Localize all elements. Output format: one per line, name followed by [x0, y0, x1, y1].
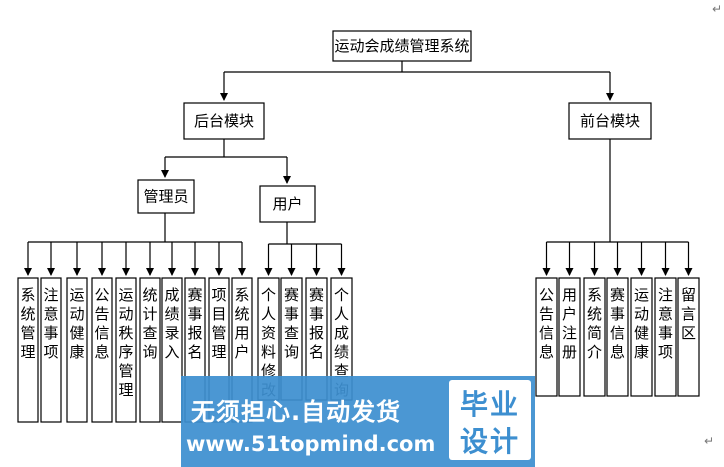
user-item-3-label: 赛事报名	[309, 286, 324, 361]
user-item-2-label: 赛事查询	[284, 286, 299, 361]
front-item-6-box	[654, 277, 677, 397]
front-item-1-box	[535, 277, 558, 397]
admin-node-box	[137, 179, 195, 214]
front-item-4-box	[606, 277, 629, 397]
front-item-1-label: 公告信息	[539, 286, 554, 361]
front-item-5-label: 运动健康	[634, 286, 649, 361]
front-item-3-box	[583, 277, 606, 397]
watermark-badge-bottom: 设计	[459, 425, 520, 458]
watermark-badge: 毕业 设计	[449, 380, 531, 460]
root-node-label: 运动会成绩管理系统	[334, 37, 469, 55]
root-node-box	[332, 30, 472, 62]
admin-item-2-box	[40, 277, 62, 423]
watermark-url: www.51topmind.com	[186, 432, 436, 456]
admin-item-6-box	[139, 277, 161, 423]
watermark-slogan: 无须担心.自动发货	[191, 398, 402, 426]
frontend-node-box	[568, 102, 652, 140]
backend-node-box	[183, 102, 265, 140]
admin-item-5-box	[115, 277, 137, 423]
paragraph-mark-bottom: ↵	[704, 434, 715, 448]
admin-item-5-label: 运动秩序管理	[118, 286, 133, 399]
front-item-7-label: 留言区	[681, 286, 696, 342]
admin-item-1-label: 系统管理	[20, 286, 35, 361]
front-item-7-box	[677, 277, 700, 397]
admin-item-10-label: 系统用户	[234, 286, 249, 361]
paragraph-mark-top: ↵	[712, 2, 723, 16]
admin-item-9-label: 项目管理	[211, 286, 226, 361]
front-item-2-box	[558, 277, 581, 397]
front-item-6-label: 注意事项	[658, 286, 673, 361]
front-item-4-label: 赛事信息	[610, 286, 625, 361]
admin-item-4-label: 公告信息	[94, 286, 109, 361]
front-item-5-box	[630, 277, 653, 397]
user-item-4-label: 个人成绩查询	[334, 286, 349, 399]
admin-item-7-box	[161, 277, 183, 423]
admin-node-label: 管理员	[143, 188, 188, 206]
admin-item-6-label: 统计查询	[142, 286, 157, 361]
admin-item-3-box	[66, 277, 88, 423]
admin-item-1-box	[17, 277, 39, 423]
admin-item-3-label: 运动健康	[69, 286, 84, 361]
frontend-node-label: 前台模块	[580, 112, 640, 130]
admin-item-7-label: 成绩录入	[164, 286, 179, 361]
admin-item-4-box	[91, 277, 113, 423]
front-item-2-label: 用户注册	[562, 286, 577, 361]
front-item-3-label: 系统简介	[587, 286, 602, 361]
admin-item-8-label: 赛事报名	[187, 286, 202, 361]
admin-item-2-label: 注意事项	[43, 286, 58, 361]
backend-node-label: 后台模块	[194, 112, 254, 130]
user-node-label: 用户	[272, 195, 302, 213]
watermark-badge-top: 毕业	[459, 388, 520, 421]
user-node-box	[259, 185, 316, 223]
